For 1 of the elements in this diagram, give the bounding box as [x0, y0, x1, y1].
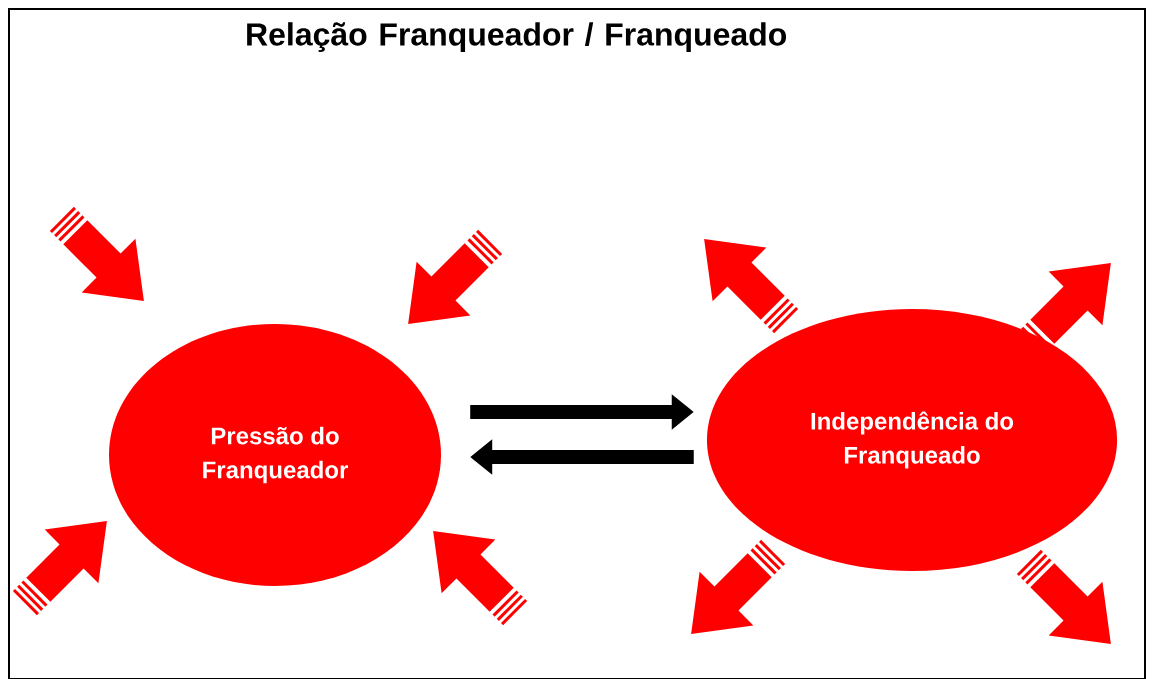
title: Relação Franqueador / Franqueado	[247, 22, 787, 52]
